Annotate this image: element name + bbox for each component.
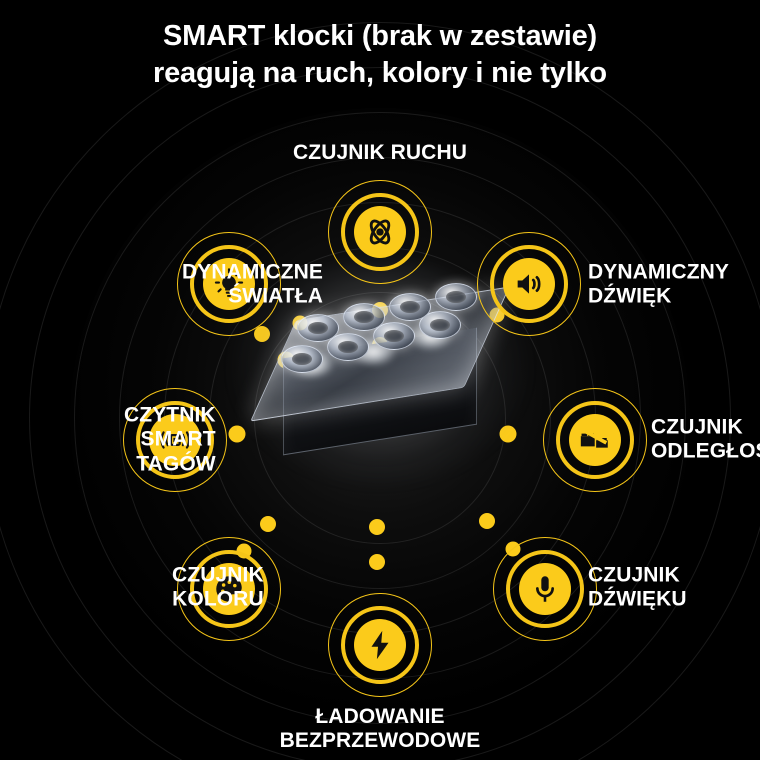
- badge-disc: [203, 563, 255, 615]
- feature-label-smarttag: CZYTNIK SMART TAGÓW: [124, 403, 216, 476]
- microphone-icon: [536, 576, 554, 602]
- connector-dot: [369, 554, 385, 570]
- connector-dot: [479, 513, 495, 529]
- connector-dot: [254, 326, 270, 342]
- brick-stud: [389, 293, 431, 321]
- badge-outer-ring: [123, 388, 227, 492]
- connector-dot: [499, 425, 517, 443]
- badge-disc: [354, 619, 406, 671]
- brick-stud: [373, 322, 415, 350]
- badge-outer-ring: [477, 232, 581, 336]
- feature-label-color: CZUJNIK KOLORU: [172, 563, 264, 611]
- badge-mid-ring: [190, 550, 268, 628]
- feature-badge-motion[interactable]: [328, 180, 432, 284]
- badge-disc: [519, 563, 571, 615]
- feature-label-sound-in: CZUJNIK DŹWIĘKU: [588, 563, 687, 611]
- lightbulb-icon: [214, 268, 244, 297]
- speaker-icon: [517, 274, 541, 294]
- badge-outer-ring: [177, 232, 281, 336]
- connector-dot: [228, 425, 246, 443]
- badge-outer-ring: [177, 537, 281, 641]
- smart-brick-image: [230, 257, 530, 488]
- connector-dot: [260, 516, 276, 532]
- feature-badge-sound-in[interactable]: [493, 537, 597, 641]
- brick-stud: [343, 303, 385, 331]
- badge-disc: [149, 414, 201, 466]
- lightning-bolt-icon: [371, 630, 389, 660]
- badge-mid-ring: [556, 401, 634, 479]
- motion-sensor-icon: [369, 219, 391, 245]
- connector-dot: [369, 519, 385, 535]
- badge-outer-ring: [328, 593, 432, 697]
- badge-outer-ring: [493, 537, 597, 641]
- feature-badge-lights[interactable]: [177, 232, 281, 336]
- badge-mid-ring: [136, 401, 214, 479]
- badge-disc: [354, 206, 406, 258]
- badge-disc: [203, 258, 255, 310]
- badge-mid-ring: [341, 193, 419, 271]
- nfc-reader-icon: [160, 431, 191, 449]
- palette-icon: [216, 576, 242, 602]
- brick-stud: [327, 333, 369, 361]
- feature-label-charging: ŁADOWANIE BEZPRZEWODOWE: [279, 705, 481, 753]
- brick-stud: [281, 345, 323, 373]
- feature-badge-smarttag[interactable]: [123, 388, 227, 492]
- feature-badge-distance[interactable]: [543, 388, 647, 492]
- badge-mid-ring: [490, 245, 568, 323]
- feature-label-distance: CZUJNIK ODLEGŁOŚCI: [651, 415, 760, 463]
- feature-badge-charging[interactable]: [328, 593, 432, 697]
- brick-stud: [435, 283, 477, 311]
- badge-outer-ring: [543, 388, 647, 492]
- feature-badge-color[interactable]: [177, 537, 281, 641]
- distance-sensor-icon: [580, 429, 608, 448]
- brick-stud: [297, 314, 339, 342]
- feature-label-lights: DYNAMICZNE ŚWIATŁA: [182, 260, 323, 308]
- badge-mid-ring: [341, 606, 419, 684]
- badge-disc: [503, 258, 555, 310]
- badge-mid-ring: [190, 245, 268, 323]
- badge-disc: [569, 414, 621, 466]
- feature-badge-sound-out[interactable]: [477, 232, 581, 336]
- badge-mid-ring: [506, 550, 584, 628]
- feature-label-sound-out: DYNAMICZNY DŹWIĘK: [588, 260, 729, 308]
- feature-label-motion: CZUJNIK RUCHU: [293, 141, 467, 164]
- page-title: SMART klocki (brak w zestawie) reagują n…: [153, 20, 607, 90]
- badge-outer-ring: [328, 180, 432, 284]
